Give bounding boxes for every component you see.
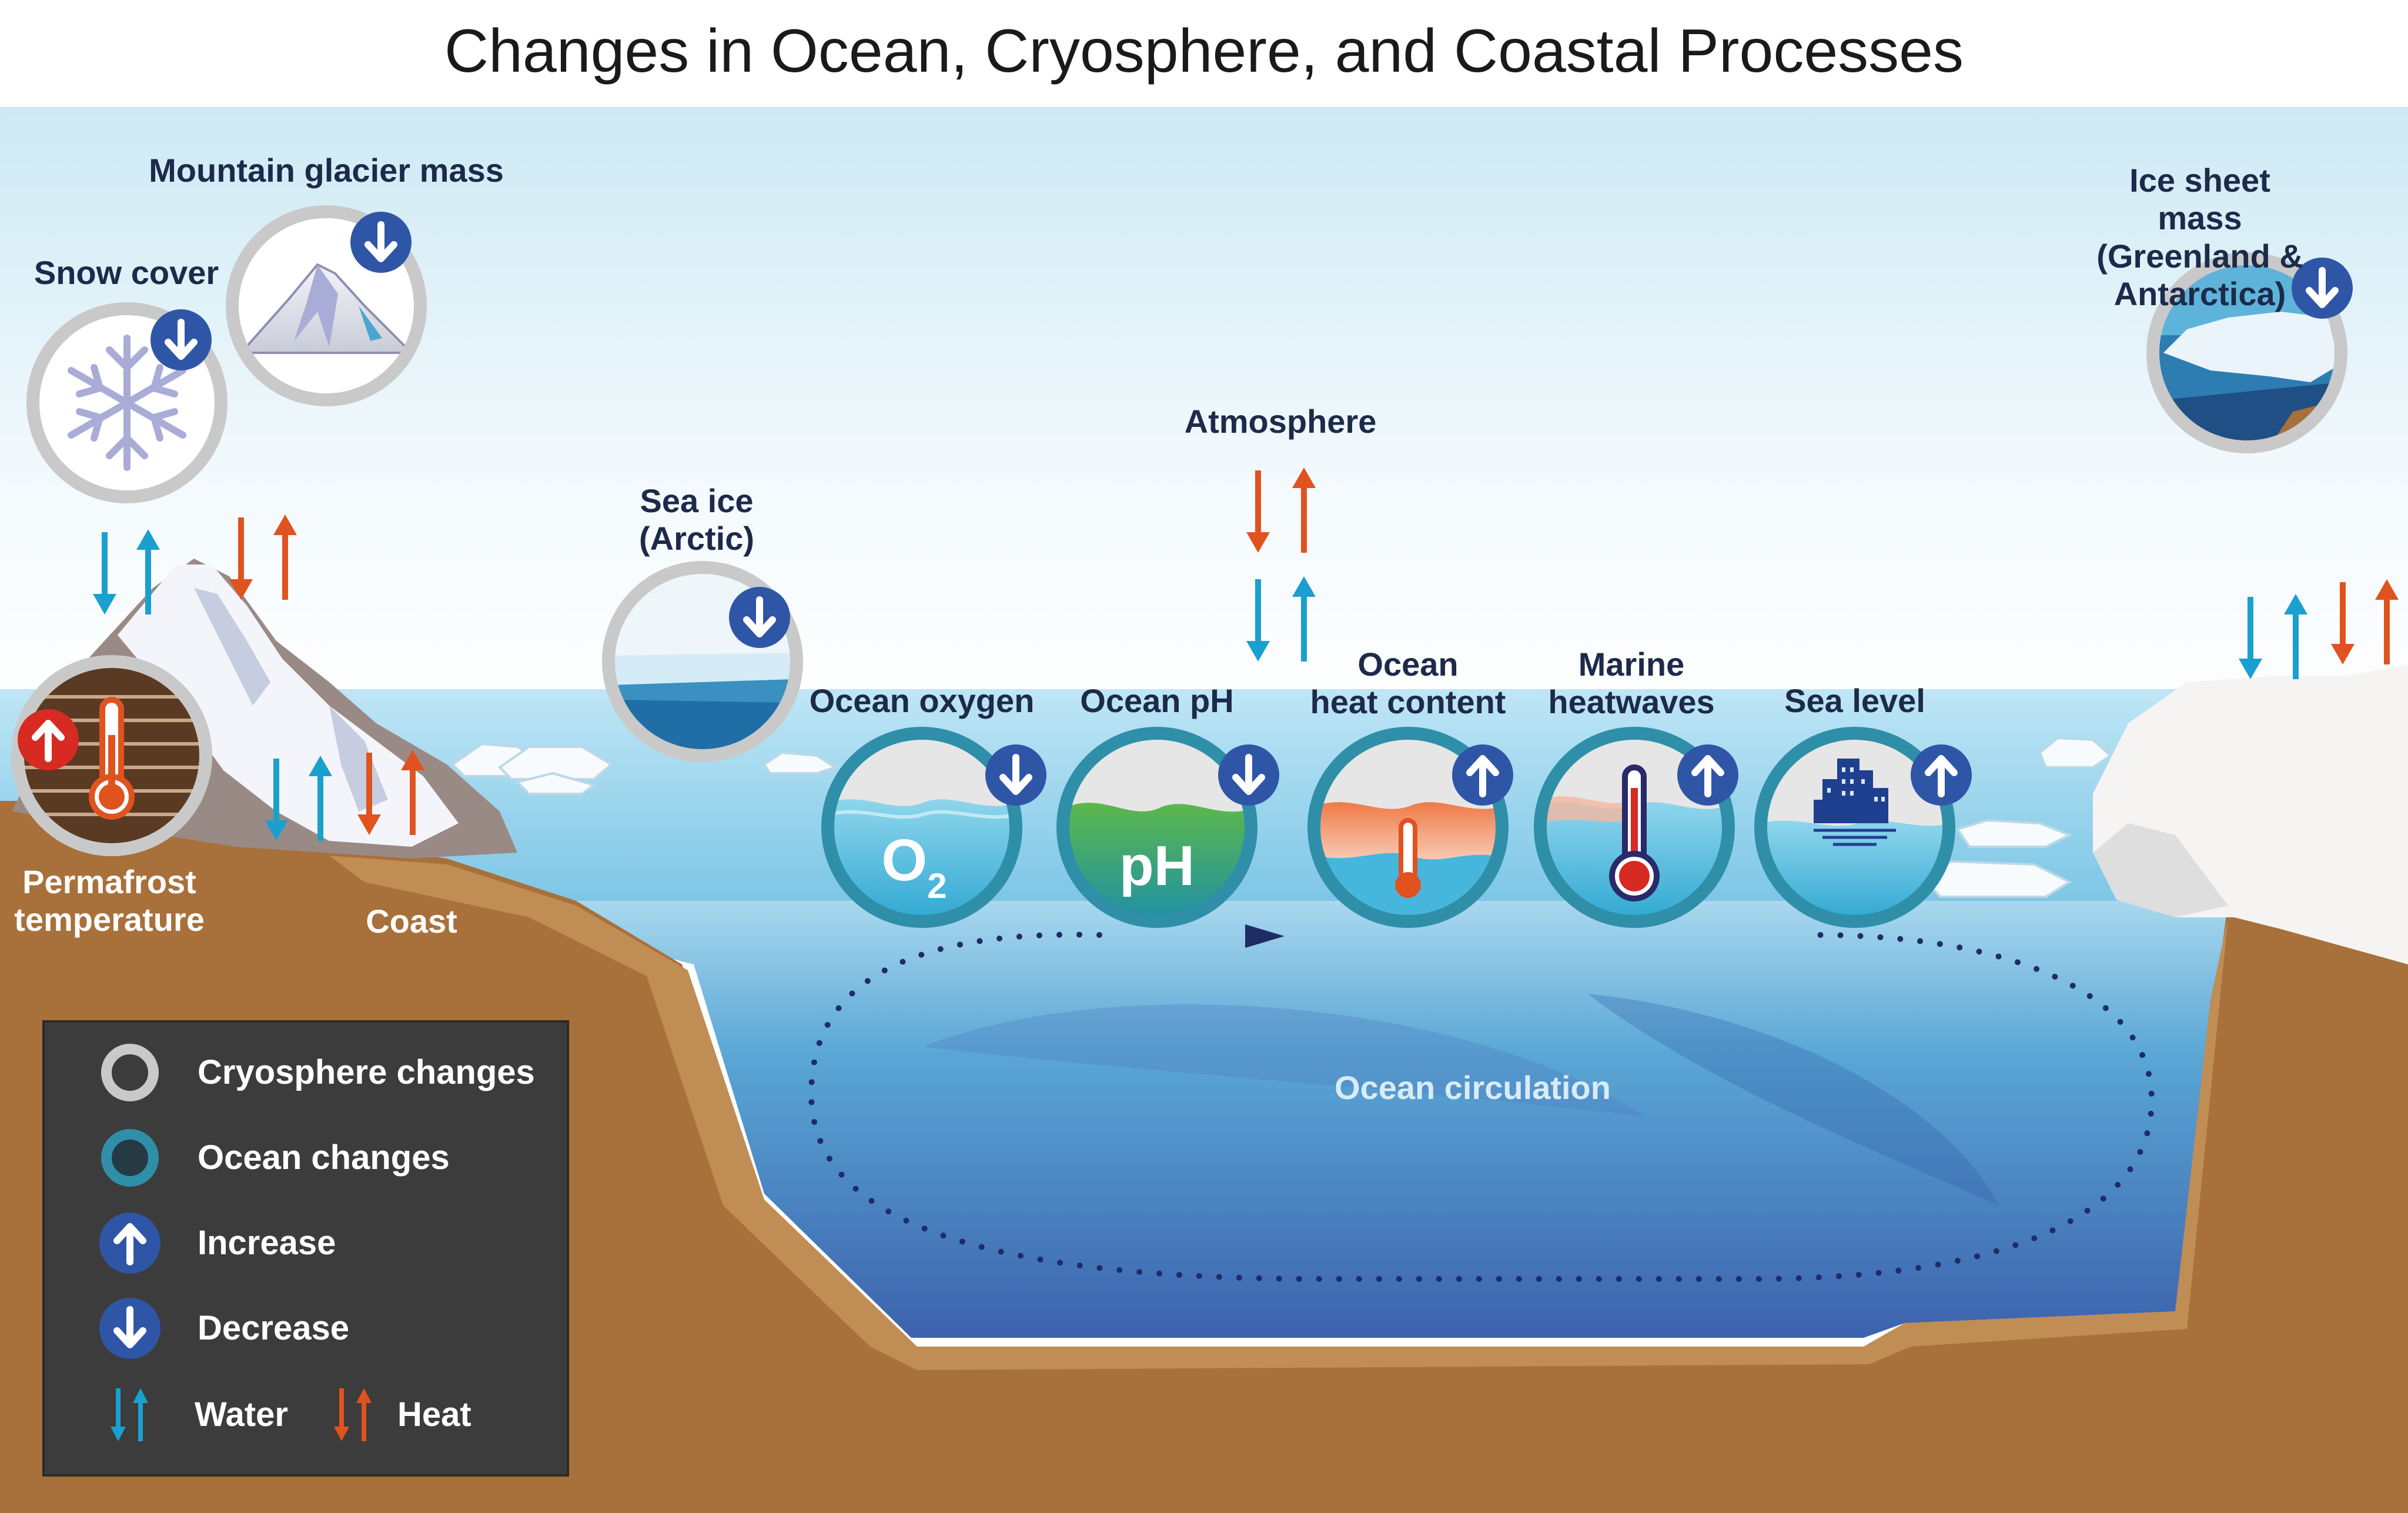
badge-snow-cover xyxy=(150,309,212,370)
increase-arrow-icon xyxy=(99,1213,160,1274)
legend-heat-label: Heat xyxy=(397,1395,471,1434)
label-coast: Coast xyxy=(366,903,457,940)
badge-permafrost xyxy=(18,709,79,770)
label-ice-sheet-mass: Ice sheet mass (Greenland & Antarctica) xyxy=(2096,162,2303,313)
label-sea-level: Sea level xyxy=(1784,682,1925,719)
legend-row-water-heat: Water Heat xyxy=(45,1382,567,1447)
icebergs xyxy=(450,736,2113,898)
badge-ocean-ph xyxy=(1218,744,1279,806)
label-permafrost-temperature: Permafrost temperature xyxy=(14,863,205,938)
legend-decrease-label: Decrease xyxy=(198,1309,349,1347)
legend-row-cryosphere: Cryosphere changes xyxy=(45,1040,567,1105)
ph-symbol: pH xyxy=(1119,834,1195,897)
badge-mountain-glacier xyxy=(350,212,412,273)
ocean-heat-content-icon xyxy=(1307,727,1509,928)
ocean-circulation-loop xyxy=(808,931,2155,1282)
label-ocean-ph: Ocean pH xyxy=(1080,682,1234,719)
sea-level-icon xyxy=(1754,727,1955,928)
ocean-body xyxy=(447,901,2234,1338)
mountain-exchange-arrows xyxy=(93,515,297,614)
circulation-arrowhead xyxy=(1245,924,1285,948)
badge-sea-level xyxy=(1911,744,1972,806)
heat-arrows-icon xyxy=(334,1388,372,1441)
legend-ocean-label: Ocean changes xyxy=(198,1138,450,1177)
badge-ice-sheet xyxy=(2292,258,2353,319)
decrease-arrow-icon xyxy=(99,1298,160,1359)
legend-panel: Cryosphere changes Ocean changes Increas… xyxy=(42,1020,569,1477)
ocean-ph-icon xyxy=(1056,727,1257,928)
label-ocean-heat-content: Ocean heat content xyxy=(1310,646,1506,721)
label-ocean-circulation: Ocean circulation xyxy=(1335,1069,1611,1106)
water-arrows-icon xyxy=(111,1388,148,1441)
legend-water-label: Water xyxy=(195,1395,288,1434)
badge-ocean-heat-content xyxy=(1452,744,1513,806)
ocean-floor xyxy=(870,917,2228,1370)
atmosphere-exchange-arrows xyxy=(1246,467,1316,662)
ocean-oxygen-icon xyxy=(821,727,1022,928)
legend-increase-label: Increase xyxy=(198,1224,336,1262)
sky xyxy=(0,107,2408,742)
o2-symbol: O2 xyxy=(881,827,947,906)
ocean-ring-icon xyxy=(101,1129,159,1187)
badge-ocean-oxygen xyxy=(985,744,1046,806)
badge-marine-heatwaves xyxy=(1677,744,1738,806)
ground xyxy=(0,801,2408,1513)
legend-row-decrease: Decrease xyxy=(45,1296,567,1361)
label-marine-heatwaves: Marine heatwaves xyxy=(1548,646,1715,721)
coast-exchange-arrows xyxy=(265,750,424,841)
legend-cryosphere-label: Cryosphere changes xyxy=(198,1053,535,1091)
label-sea-ice: Sea ice (Arctic) xyxy=(638,482,755,557)
cryosphere-ring-icon xyxy=(101,1044,159,1101)
label-mountain-glacier-mass: Mountain glacier mass xyxy=(149,152,504,189)
ice-sheet-exchange-arrows xyxy=(2239,579,2399,679)
label-snow-cover: Snow cover xyxy=(34,254,219,291)
label-atmosphere: Atmosphere xyxy=(1184,403,1377,440)
page-title: Changes in Ocean, Cryosphere, and Coasta… xyxy=(444,17,1964,85)
legend-row-ocean: Ocean changes xyxy=(45,1125,567,1190)
continental-slope xyxy=(329,856,917,1347)
label-ocean-oxygen: Ocean oxygen xyxy=(809,682,1035,719)
legend-row-increase: Increase xyxy=(45,1211,567,1275)
badge-sea-ice xyxy=(729,587,790,648)
